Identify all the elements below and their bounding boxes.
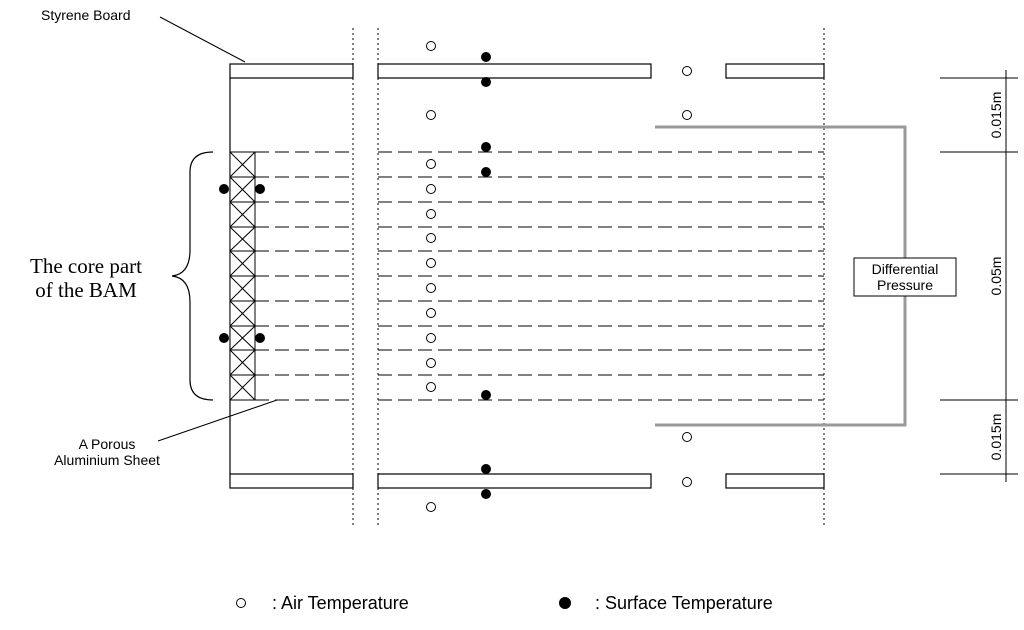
differential-pressure-label-1: Differential — [872, 261, 939, 277]
legend-air-label: : Air Temperature — [272, 593, 409, 613]
surface-sensor-7 — [219, 184, 229, 194]
air-sensor-11 — [426, 382, 436, 392]
surface-sensor-4 — [481, 390, 491, 400]
sheet-hatch-b-5 — [229, 275, 256, 302]
air-sensor-12 — [426, 502, 436, 512]
differential-pressure-box — [853, 257, 957, 297]
air-sensor-1 — [426, 110, 436, 120]
air-sensor-13 — [682, 66, 692, 76]
sheet-hatch-b-0 — [229, 151, 256, 178]
air-sensor-14 — [682, 110, 692, 120]
air-sensor-3 — [426, 184, 436, 194]
surface-temperature-sensors — [219, 52, 491, 499]
styrene-boards — [229, 63, 825, 489]
air-sensor-16 — [682, 477, 692, 487]
porous-aluminium-sheet — [229, 151, 256, 401]
air-sensor-9 — [426, 333, 436, 343]
air-sensor-4 — [426, 209, 436, 219]
break-lines — [352, 28, 825, 528]
air-sensor-2 — [426, 159, 436, 169]
surface-sensor-0 — [481, 52, 491, 62]
air-sensor-0 — [426, 41, 436, 51]
surface-sensor-5 — [481, 464, 491, 474]
air-sensor-10 — [426, 358, 436, 368]
legend-surface-symbol — [559, 597, 571, 609]
surface-sensor-1 — [481, 77, 491, 87]
core-brace — [171, 151, 214, 401]
differential-pressure-label-2: Pressure — [877, 277, 933, 293]
air-sensor-5 — [426, 233, 436, 243]
styrene-board-bottom-right — [725, 473, 825, 489]
dimension-middle: 0.05m — [988, 257, 1004, 296]
surface-sensor-10 — [255, 333, 265, 343]
styrene-board-bottom-left — [229, 473, 354, 489]
legend-surface-label: : Surface Temperature — [595, 593, 773, 613]
core-part-label-1: The core part — [30, 254, 142, 278]
legend-air-symbol — [236, 598, 246, 608]
sheet-hatch-b-6 — [229, 300, 256, 327]
sheet-hatch-b-2 — [229, 201, 256, 228]
styrene-board-leader — [159, 16, 246, 63]
surface-sensor-9 — [219, 333, 229, 343]
sheet-hatch-b-3 — [229, 226, 256, 252]
styrene-board-top-left — [229, 63, 354, 79]
surface-sensor-6 — [481, 489, 491, 499]
air-sensor-15 — [682, 432, 692, 442]
sheet-hatch-b-1 — [229, 176, 256, 203]
styrene-board-top-middle — [377, 63, 652, 79]
porous-sheet-label-2: Aluminium Sheet — [54, 452, 160, 468]
core-part-label-2: of the BAM — [35, 278, 137, 302]
porous-sheet-label-1: A Porous — [79, 436, 136, 452]
sheet-hatch-b-9 — [229, 374, 256, 401]
sheet-hatch-b-8 — [229, 349, 256, 376]
dimension-bottom: 0.015m — [988, 414, 1004, 461]
channel-lines — [255, 151, 824, 401]
air-temperature-sensors — [426, 41, 692, 512]
air-sensor-6 — [426, 258, 436, 268]
dimension-lines — [940, 70, 1018, 482]
air-sensor-8 — [426, 308, 436, 318]
styrene-board-top-right — [725, 63, 825, 79]
sheet-hatch-b-7 — [229, 325, 256, 351]
surface-sensor-3 — [481, 167, 491, 177]
air-sensor-7 — [426, 283, 436, 293]
surface-sensor-2 — [481, 142, 491, 152]
styrene-board-bottom-middle — [377, 473, 652, 489]
surface-sensor-8 — [255, 184, 265, 194]
sheet-hatch-b-4 — [229, 250, 256, 277]
porous-sheet-leader — [157, 399, 278, 442]
styrene-board-label: Styrene Board — [41, 7, 131, 23]
dimension-top: 0.015m — [988, 92, 1004, 139]
